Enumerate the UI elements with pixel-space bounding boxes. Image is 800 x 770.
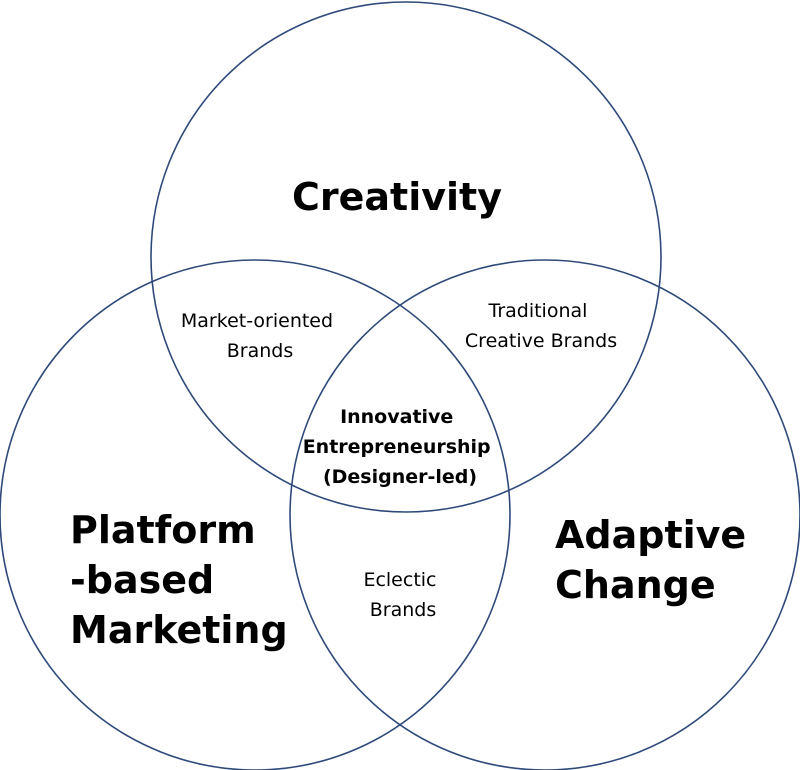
label-eclectic-brands: Eclectic Brands [363, 569, 442, 621]
label-adaptive-change: Adaptive Change [555, 513, 759, 607]
label-line: Creativity [292, 175, 502, 219]
label-platform-marketing: Platform -based Marketing [70, 508, 288, 652]
label-line: (Designer-led) [323, 466, 477, 488]
label-line: Brands [370, 599, 437, 621]
label-line: Platform [70, 508, 256, 552]
label-line: Brands [227, 340, 294, 362]
label-line: -based [70, 558, 214, 602]
label-market-oriented-brands: Market-oriented Brands [181, 310, 339, 362]
circle-adaptive-change [289, 259, 800, 770]
label-line: Creative Brands [465, 330, 617, 352]
circle-platform-marketing [0, 259, 511, 770]
label-innovative-entrepreneurship: Innovative Entrepreneurship (Designer-le… [303, 406, 498, 488]
label-line: Marketing [70, 608, 288, 652]
label-line: Market-oriented [181, 310, 333, 332]
circle-creativity [150, 1, 662, 513]
label-line: Change [555, 563, 716, 607]
label-line: Traditional [488, 300, 588, 322]
label-line: Innovative [340, 406, 453, 428]
label-line: Adaptive [555, 513, 746, 557]
label-line: Entrepreneurship [303, 436, 491, 458]
label-line: Eclectic [363, 569, 436, 591]
label-traditional-creative-brands: Traditional Creative Brands [465, 300, 617, 352]
label-creativity: Creativity [292, 175, 502, 219]
